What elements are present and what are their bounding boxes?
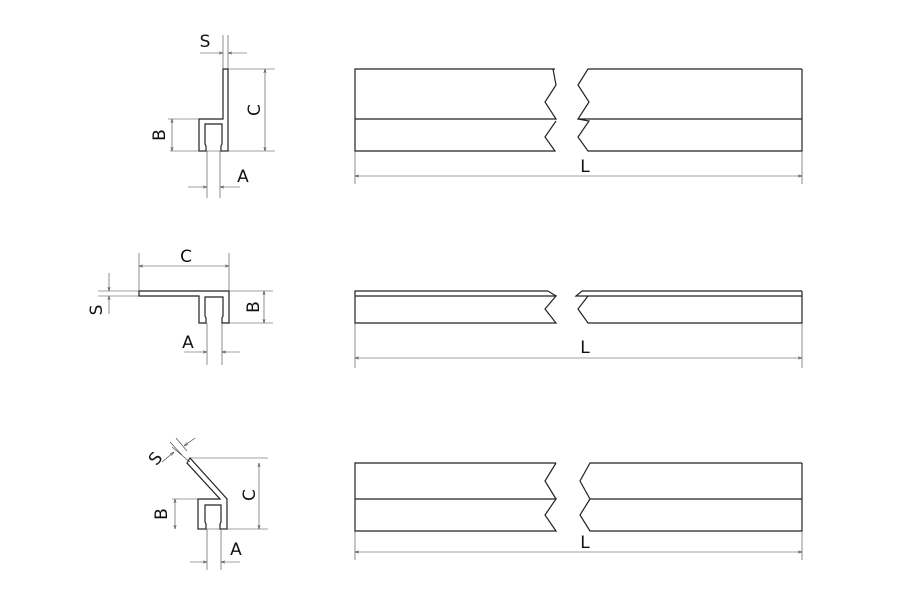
profile-2-side-view: L xyxy=(354,290,803,368)
dimension-a-label: A xyxy=(237,167,249,187)
dimension-s-label: S xyxy=(87,305,107,316)
dimension-c-label: C xyxy=(240,489,260,501)
profile-3-side-view: L xyxy=(354,462,803,560)
dimension-c-label: C xyxy=(245,104,265,116)
profile-1-side-view: L xyxy=(354,68,803,184)
dimension-s-label: S xyxy=(200,32,211,52)
profile-1-section: S C B A xyxy=(150,32,275,198)
dimension-c-label: C xyxy=(180,247,192,267)
dimension-a-label: A xyxy=(182,333,194,353)
dimension-b-label: B xyxy=(244,301,264,313)
dimension-l-label: L xyxy=(580,338,590,358)
dimension-b-label: B xyxy=(150,129,170,141)
dimension-l-label: L xyxy=(580,157,590,177)
dimension-l-label: L xyxy=(580,533,590,553)
profile-2-section: C S B A xyxy=(87,247,273,365)
dimension-b-label: B xyxy=(152,508,172,520)
dimension-s-label: S xyxy=(145,448,167,469)
dimension-a-label: A xyxy=(230,540,242,560)
profile-3-section: S C B A xyxy=(145,437,268,570)
